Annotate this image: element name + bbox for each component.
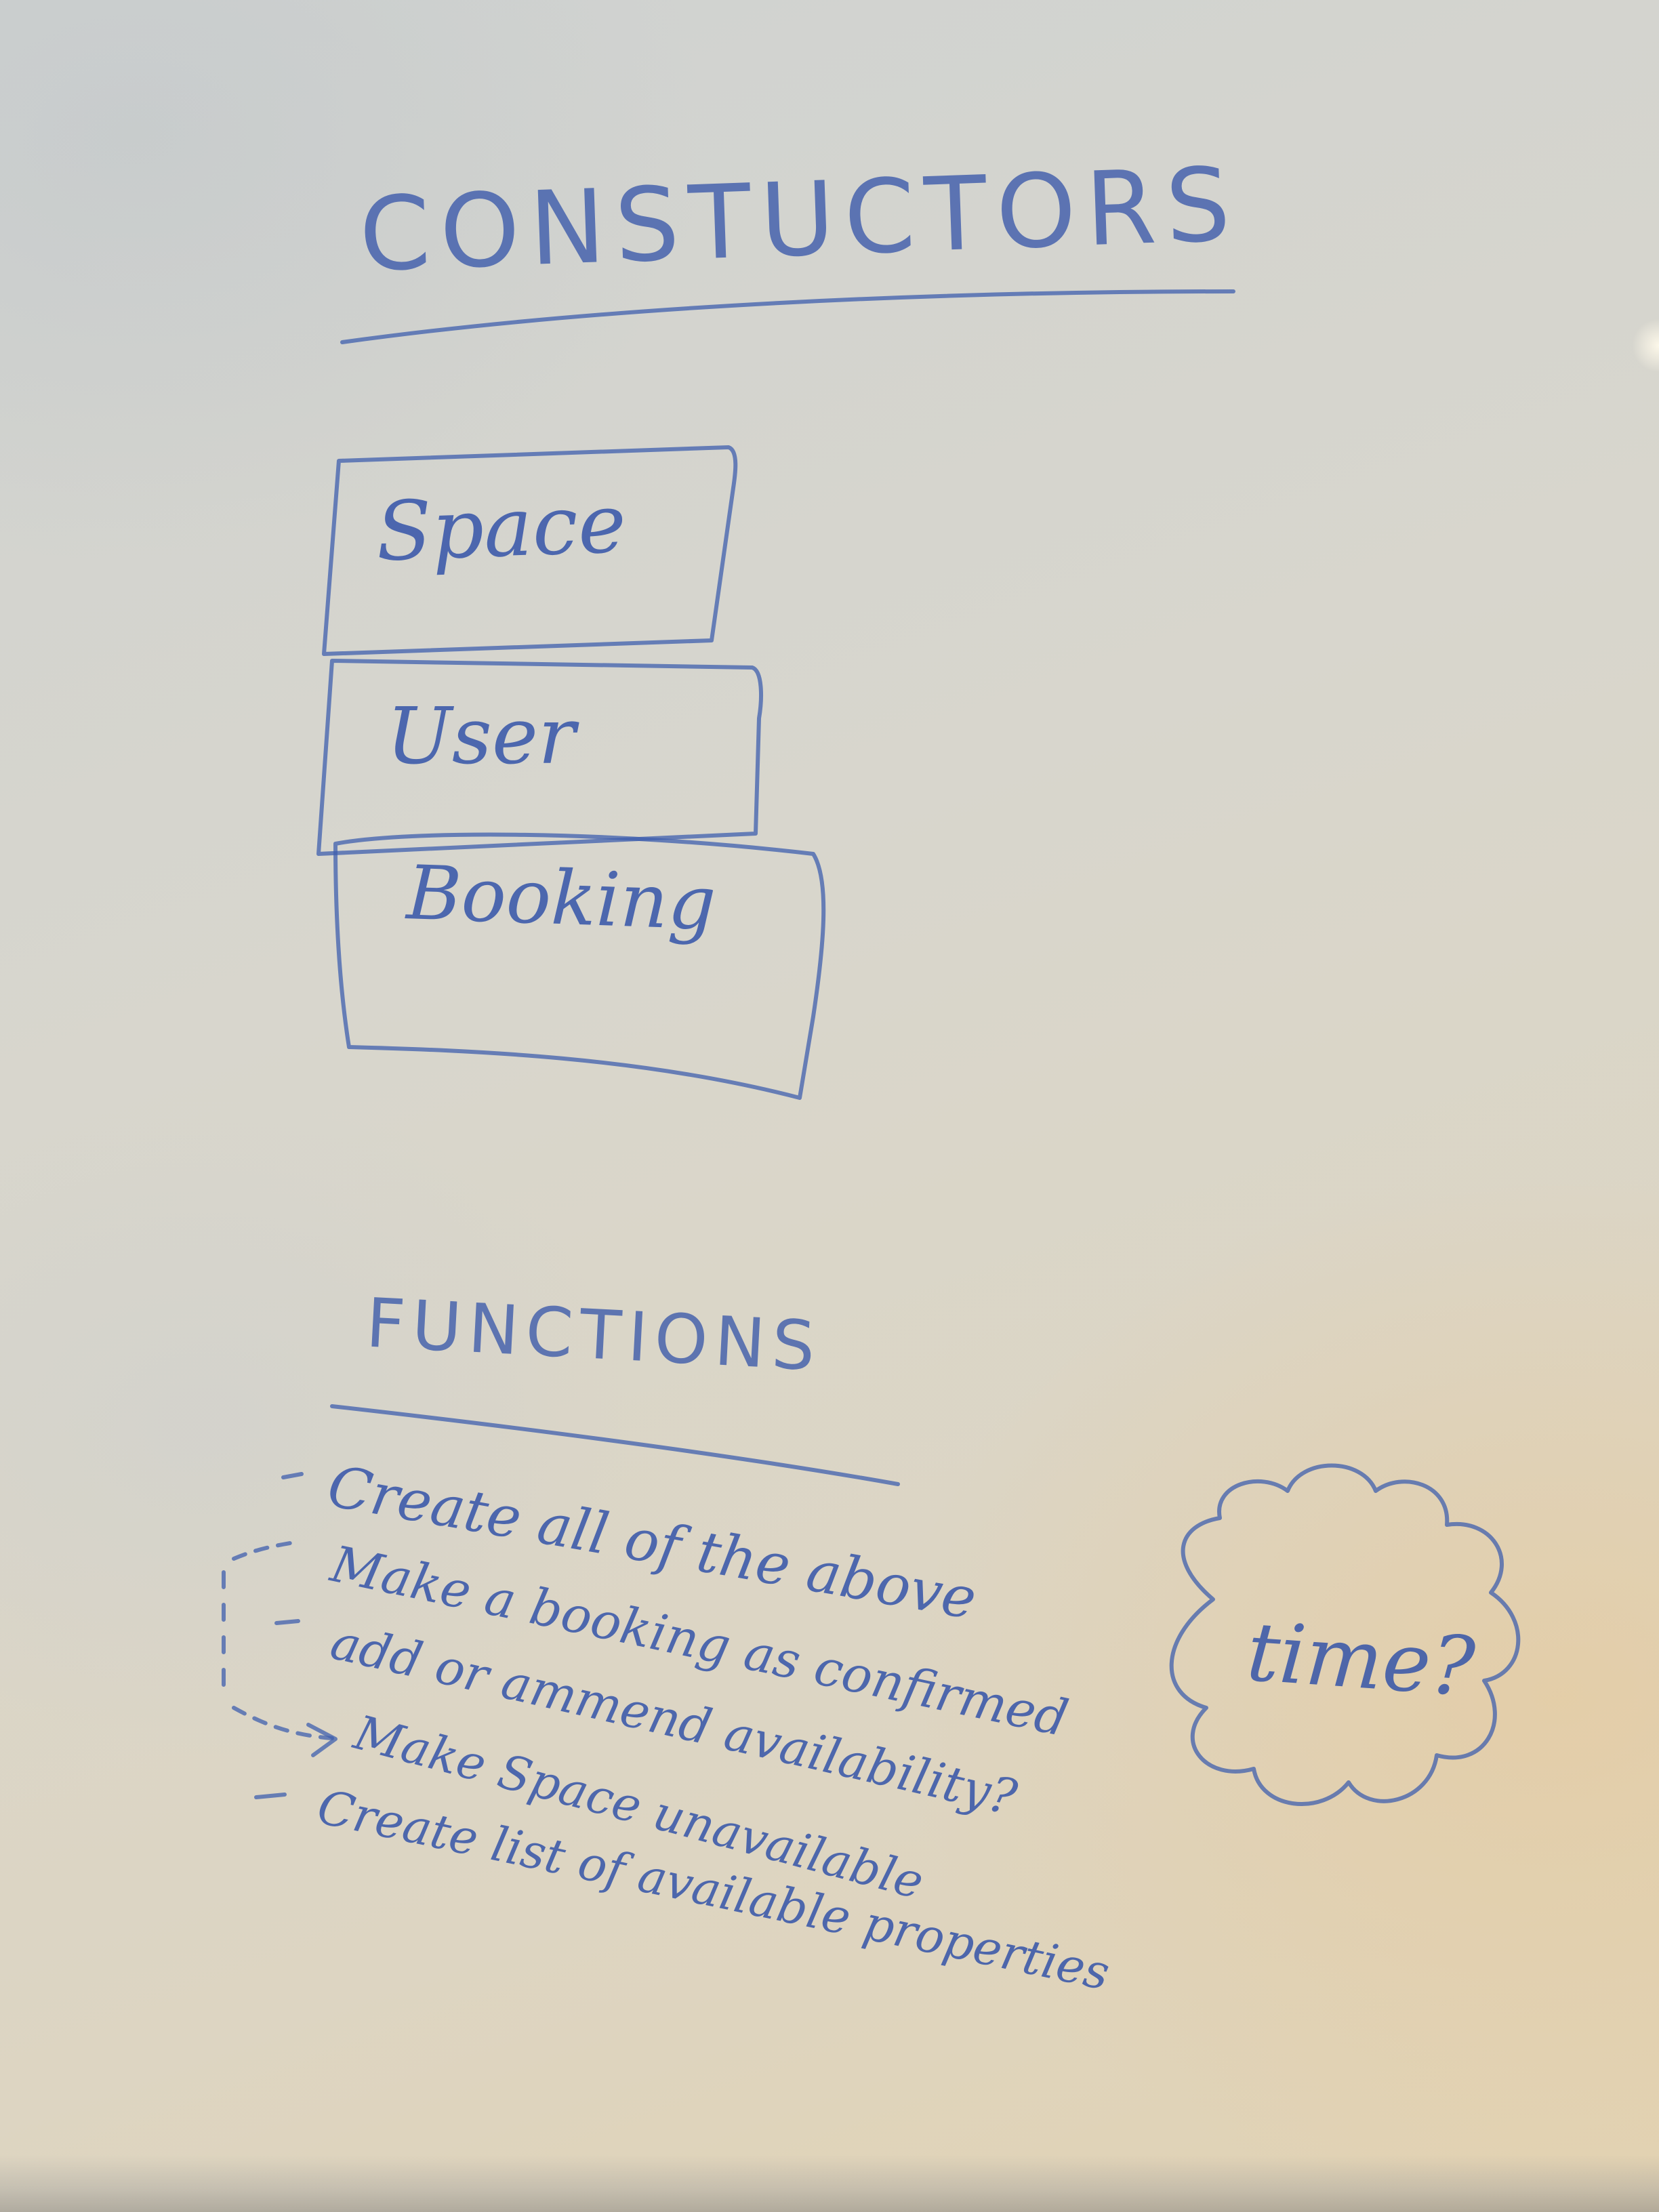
- constructors-heading: CONSTUCTORS: [357, 146, 1242, 295]
- box-label-user: User: [386, 691, 575, 782]
- cloud-text: time?: [1244, 1605, 1478, 1715]
- whiteboard-frame-edge: [0, 2155, 1659, 2212]
- box-label-booking: Booking: [405, 849, 718, 947]
- box-label-space: Space: [374, 476, 628, 580]
